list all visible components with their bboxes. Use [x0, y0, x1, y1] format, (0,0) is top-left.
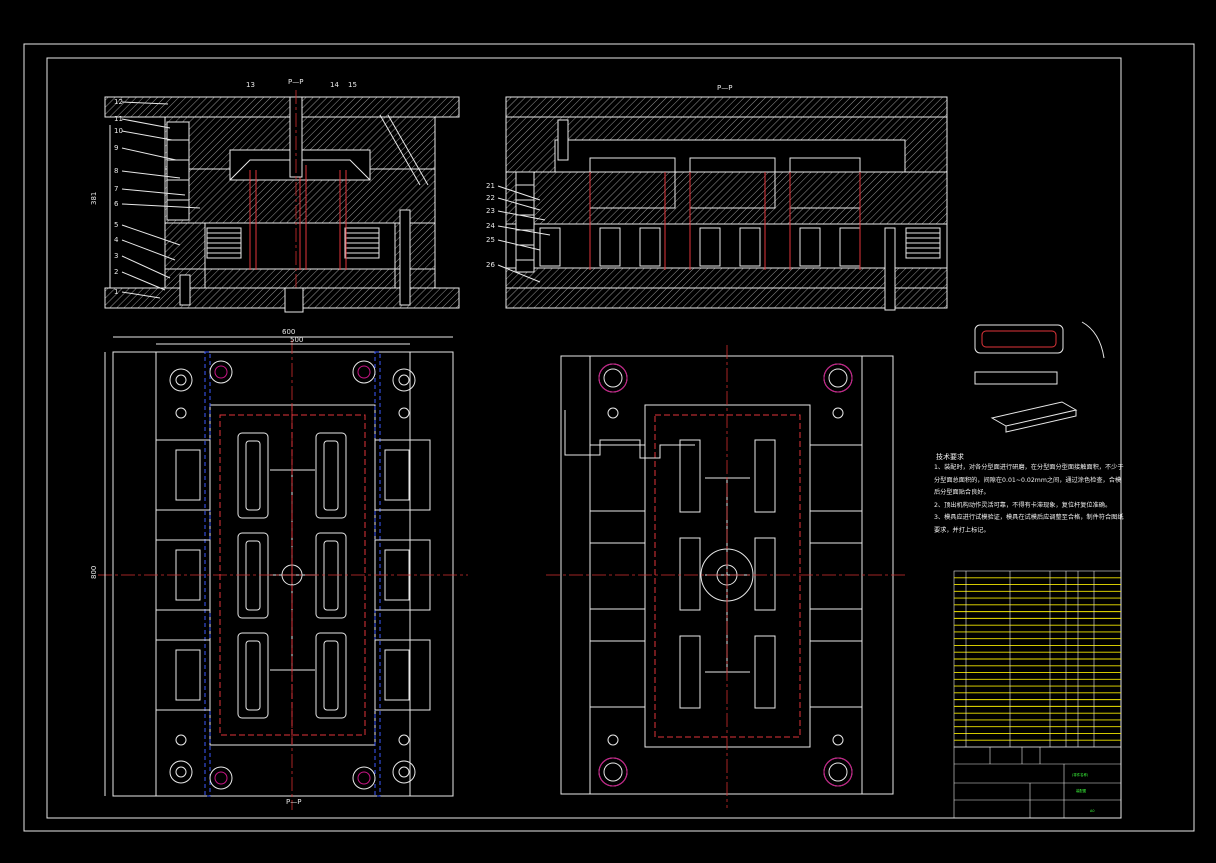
fixed-half-plan-view [546, 345, 908, 808]
part-number-left: 7 [114, 185, 118, 193]
technical-requirements: 技术要求 1、装配时，对各分型面进行研磨，在分型面分型面接触面积，不少于分型面总… [934, 452, 1124, 534]
part-number-left: 12 [114, 98, 123, 106]
side-section-view [497, 96, 948, 311]
part-views [974, 321, 1105, 433]
part-number-left: 9 [114, 144, 118, 152]
part-number-left: 11 [114, 115, 123, 123]
bottom-section-mark: P—P [286, 798, 301, 806]
part-number-left: 1 [114, 288, 118, 296]
part-number-top: 14 [330, 81, 339, 89]
part-number-left: 4 [114, 236, 119, 244]
dim-plan-width-outer: 600 [282, 328, 295, 336]
tech-req-item-1: 1、装配时，对各分型面进行研磨，在分型面分型面接触面积，不少于分型面总面积的，间… [934, 464, 1124, 496]
title-project: (零件名称) [1072, 772, 1089, 777]
part-number-top: 15 [348, 81, 357, 89]
title-scale: A0 [1090, 809, 1094, 813]
tech-req-item-3: 3、模具应进行试模验证，模具在试模后应调整至合格，制件符合图纸要求，并打上标记。 [934, 514, 1124, 534]
part-number-right: 23 [486, 207, 495, 215]
part-number-right: 25 [486, 236, 495, 244]
part-number-right: 24 [486, 222, 495, 230]
part-number-left: 3 [114, 252, 118, 260]
section-label-b: P—P [717, 84, 732, 92]
front-section-view [104, 90, 460, 313]
moving-half-plan-view [98, 336, 468, 810]
tech-req-heading: 技术要求 [936, 452, 964, 461]
dim-plan-width-inner: 500 [290, 336, 303, 344]
part-number-top: 13 [246, 81, 255, 89]
part-number-left: 5 [114, 221, 118, 229]
sheet-border [23, 43, 1195, 832]
part-number-left: 10 [114, 127, 123, 135]
part-number-right: 26 [486, 261, 495, 269]
part-number-left: 6 [114, 200, 119, 208]
part-number-right: 21 [486, 182, 495, 190]
dim-height-front: 381 [90, 192, 98, 205]
title-block: (零件名称) 装配图 A0 [953, 746, 1122, 819]
title-company: 装配图 [1076, 788, 1087, 793]
part-number-left: 2 [114, 268, 118, 276]
dim-plan-height: 800 [90, 566, 98, 579]
section-label-a: P—P [288, 78, 303, 86]
part-number-left: 8 [114, 167, 118, 175]
parts-list-table [953, 570, 1122, 748]
tech-req-item-2: 2、顶出机构动作灵活可靠，不得有卡滞现象，复位杆复位准确。 [934, 501, 1112, 509]
part-number-right: 22 [486, 194, 495, 202]
